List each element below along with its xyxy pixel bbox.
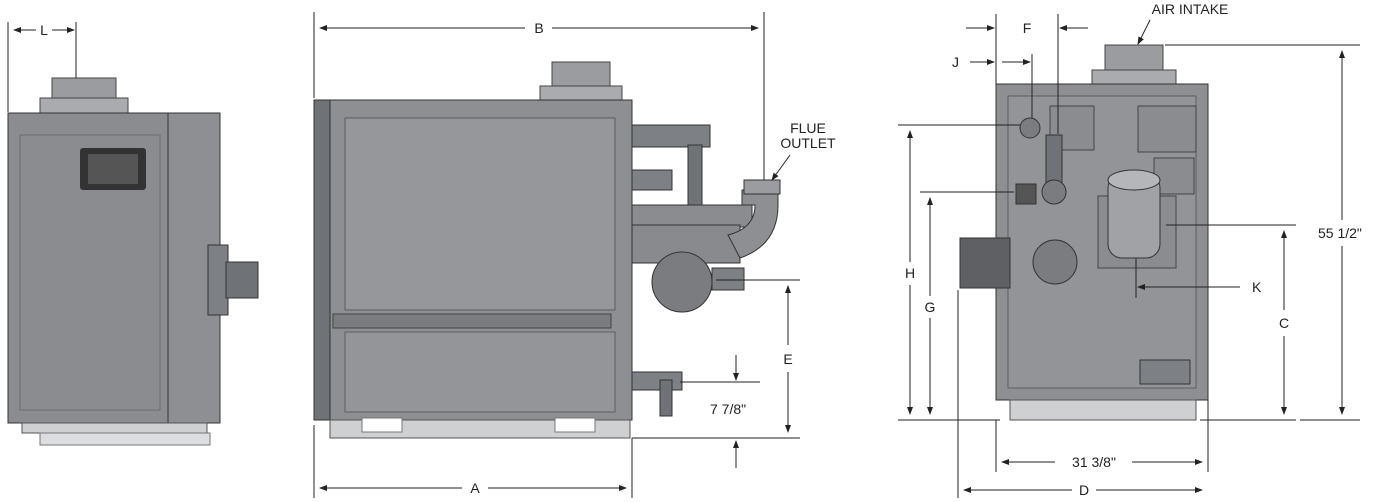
drain-valve: [631, 371, 683, 391]
left-base-skid: [39, 432, 211, 446]
dim-D: D: [957, 290, 1203, 498]
left-side-view: [7, 77, 259, 446]
gas-pipe-vertical: [687, 144, 703, 206]
dim-label-J: J: [952, 54, 959, 70]
gas-train-upper: [631, 124, 711, 148]
rear-drain-valve: [1139, 359, 1191, 385]
rear-pump-body: [1032, 239, 1078, 285]
pump-outlet: [711, 267, 745, 291]
rear-pump-motor: [959, 237, 1011, 289]
gas-pipe-horizontal: [631, 204, 753, 228]
air-intake-label: AIR INTAKE: [1152, 1, 1229, 17]
dim-label-L: L: [40, 22, 48, 38]
gas-train-valve: [631, 169, 673, 191]
base-slot-right: [554, 417, 596, 433]
flue-outlet-leader: [771, 154, 791, 181]
dim-label-overall-height: 55 1/2": [1318, 225, 1362, 241]
dim-K: K: [1135, 258, 1262, 298]
rear-gauge: [1019, 117, 1041, 139]
flue-outlet-label-2: OUTLET: [780, 135, 836, 151]
dim-label-K: K: [1252, 279, 1262, 295]
flue-collar: [743, 179, 781, 195]
dim-label-E: E: [783, 351, 792, 367]
dim-E: E: [632, 279, 800, 439]
dim-label-inlet-height: 7 7/8": [710, 401, 746, 417]
dim-overall-height: 55 1/2": [1165, 44, 1362, 421]
rear-switch-box: [1153, 157, 1195, 195]
base-slot-left: [361, 417, 403, 433]
dim-label-B: B: [534, 20, 543, 36]
right-rear-view: [959, 44, 1209, 421]
air-intake-leader: [1137, 19, 1151, 45]
dim-label-G: G: [925, 299, 936, 315]
dim-label-C: C: [1279, 315, 1289, 331]
dim-A: A: [313, 425, 633, 498]
dim-inlet-height: 7 7/8": [680, 355, 760, 468]
center-burner-strip: [332, 313, 612, 329]
dim-base-width: 31 3/8": [995, 400, 1209, 472]
center-front-view: [313, 61, 781, 439]
dim-B: B: [313, 12, 765, 180]
dim-G: G: [920, 191, 1014, 415]
dim-H: H: [898, 124, 1020, 421]
dim-label-D: D: [1079, 482, 1089, 498]
right-base: [1009, 399, 1197, 421]
center-upper-panel: [344, 117, 616, 311]
pump-body: [651, 251, 713, 313]
dim-label-A: A: [470, 480, 480, 496]
left-vent-collar: [51, 77, 117, 101]
dim-L: L: [7, 22, 77, 112]
dim-label-F: F: [1023, 20, 1032, 36]
control-display-screen: [88, 154, 138, 184]
center-lower-panel: [344, 331, 616, 413]
rear-gas-connector: [1015, 183, 1037, 205]
dim-C: C: [1166, 224, 1296, 421]
rear-gas-valve: [1041, 179, 1067, 205]
rear-air-pipe-top: [1107, 169, 1161, 191]
dim-label-H: H: [905, 265, 915, 281]
dim-J: J: [952, 54, 1033, 118]
flue-elbow: [727, 189, 779, 259]
center-vent-collar: [551, 61, 611, 89]
left-panel-outline: [19, 134, 161, 411]
air-intake-collar: [1104, 44, 1164, 74]
flue-outlet-label-1: FLUE: [790, 120, 826, 136]
drain-pipe: [659, 379, 673, 417]
left-pipe-flange: [207, 244, 229, 316]
center-door-hinge: [313, 99, 331, 421]
left-base: [21, 422, 208, 434]
dim-F: F: [966, 14, 1088, 134]
left-vent-base: [39, 97, 129, 115]
rear-box-right: [1137, 105, 1197, 153]
left-pipe: [225, 261, 259, 299]
dim-label-base-width: 31 3/8": [1072, 454, 1116, 470]
